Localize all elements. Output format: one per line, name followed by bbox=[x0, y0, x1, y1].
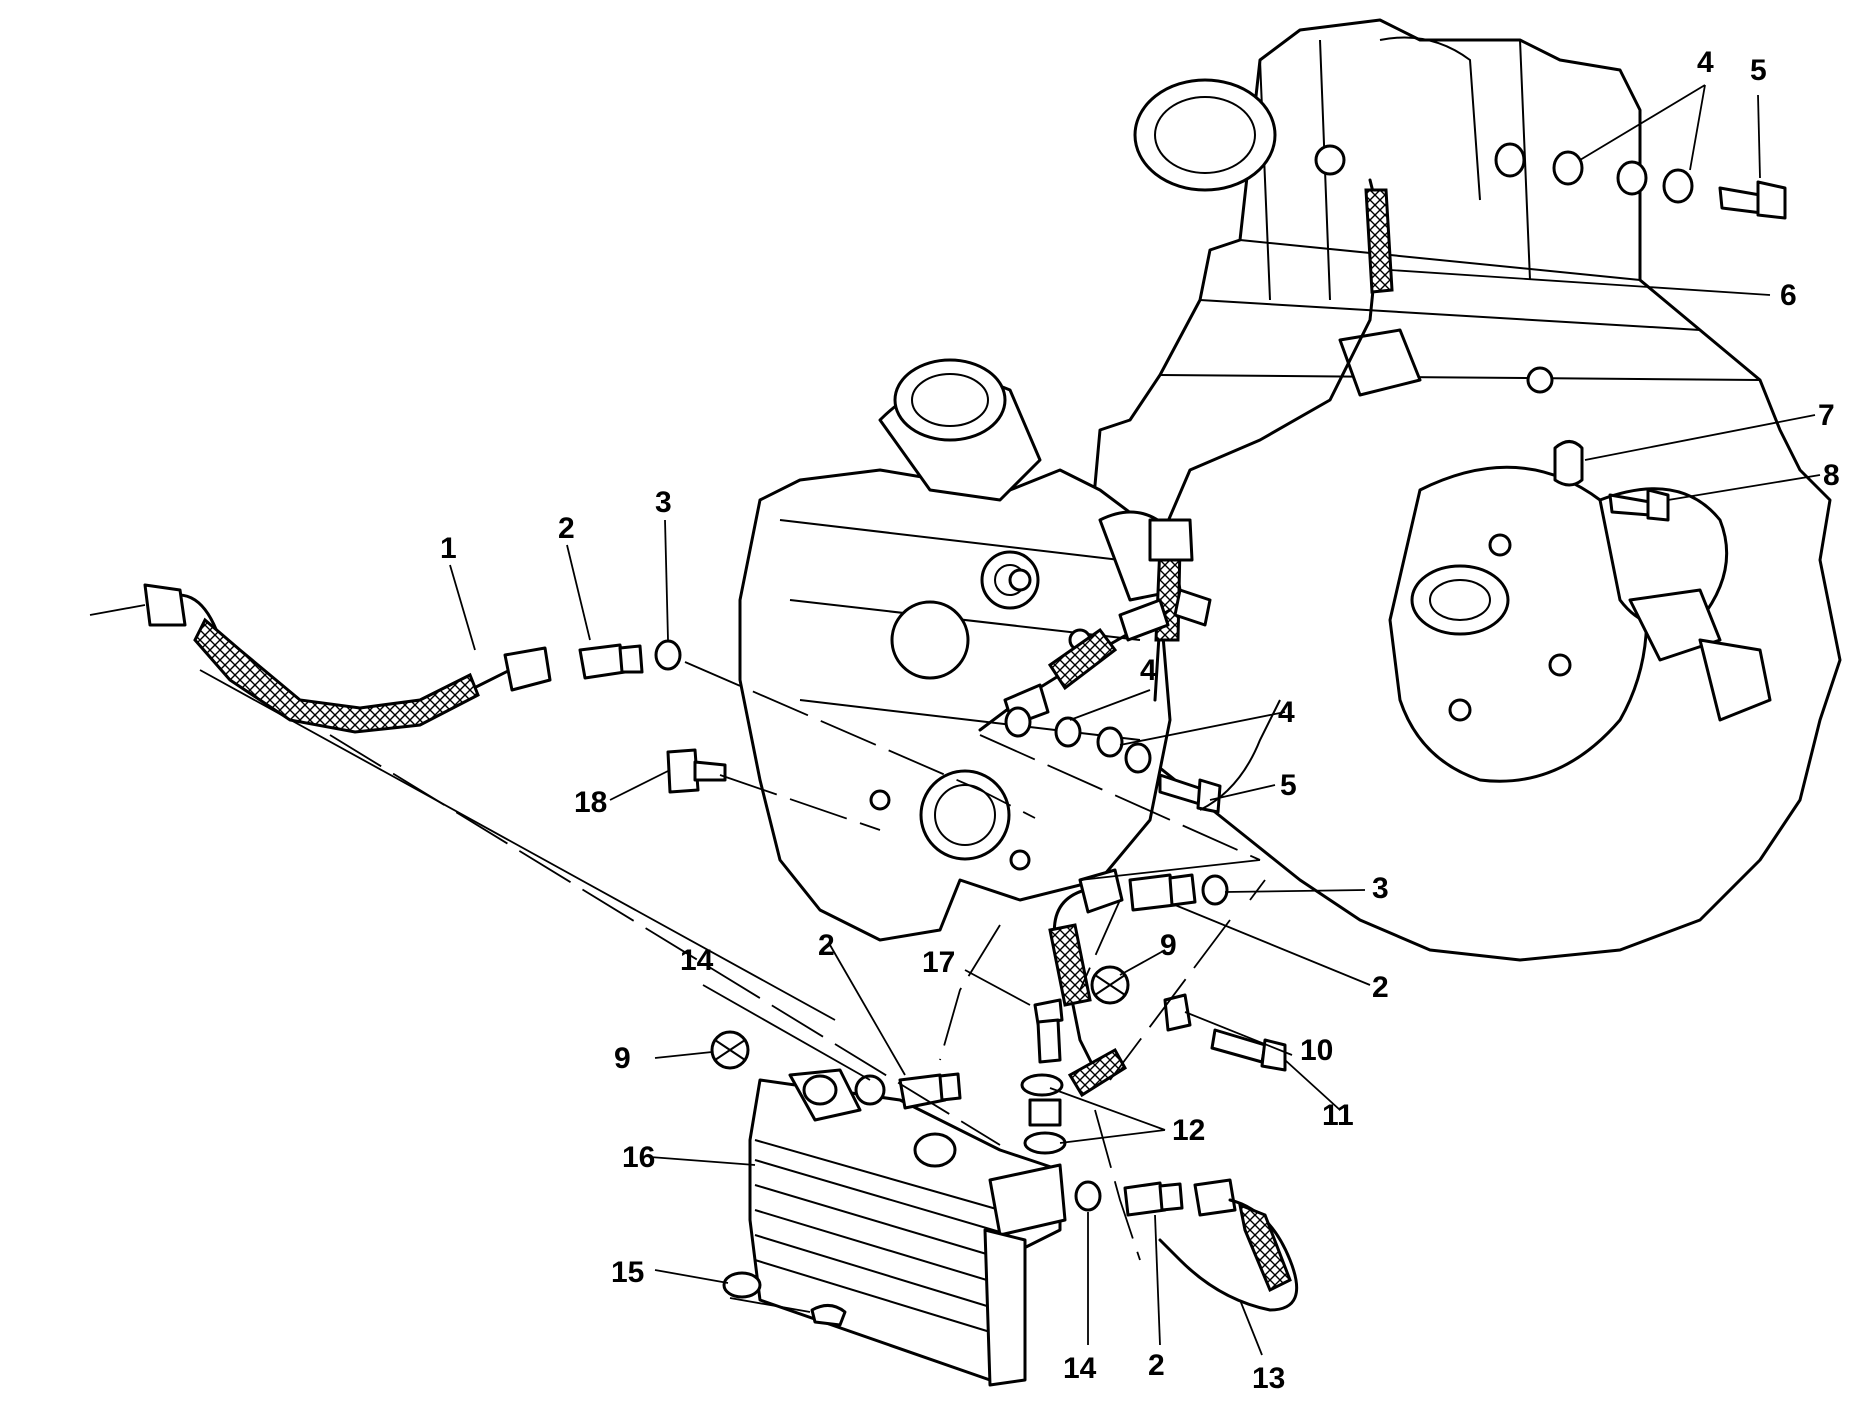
callout-9: 9 bbox=[614, 1042, 631, 1075]
leader-lines bbox=[449, 84, 1821, 1356]
callout-16: 16 bbox=[622, 1141, 655, 1174]
callout-5: 5 bbox=[1280, 769, 1297, 802]
middle-banjo-assembly bbox=[1004, 699, 1281, 814]
plug-9-upper bbox=[1090, 965, 1130, 1005]
callout-2: 2 bbox=[818, 929, 835, 962]
top-banjo-assembly bbox=[1494, 142, 1787, 220]
callout-4: 4 bbox=[1140, 654, 1157, 687]
engine-block bbox=[1088, 18, 1842, 962]
callout-13: 13 bbox=[1252, 1362, 1285, 1395]
callout-11: 11 bbox=[1322, 1099, 1354, 1132]
cooler-feed-hose bbox=[1067, 1047, 1128, 1098]
callout-5: 5 bbox=[1750, 54, 1767, 87]
lower-hose-return bbox=[1048, 868, 1229, 1082]
callout-18: 18 bbox=[574, 786, 607, 819]
callout-14: 14 bbox=[1063, 1352, 1097, 1385]
bolt-17-washers-12 bbox=[1020, 998, 1067, 1155]
callout-8: 8 bbox=[1823, 459, 1840, 492]
grommet-15 bbox=[722, 1271, 847, 1327]
callout-2: 2 bbox=[1372, 971, 1389, 1004]
fitting-14-2-hose-13 bbox=[1074, 1178, 1299, 1312]
callout-1: 1 bbox=[440, 532, 457, 565]
callout-4: 4 bbox=[1278, 696, 1295, 729]
plug-9-lower bbox=[710, 1030, 750, 1070]
callout-9: 9 bbox=[1160, 929, 1177, 962]
callout-10: 10 bbox=[1300, 1034, 1333, 1067]
fitting-2-14-cooler-top bbox=[854, 1072, 962, 1110]
callout-3: 3 bbox=[1372, 872, 1389, 905]
callout-4: 4 bbox=[1697, 46, 1714, 79]
oil-cooler-16 bbox=[748, 1068, 1067, 1387]
callout-7: 7 bbox=[1818, 399, 1835, 432]
bolt-18 bbox=[666, 748, 727, 794]
fitting-2-3-left bbox=[578, 639, 682, 680]
oil-hose-6 bbox=[1148, 178, 1394, 702]
callout-labels: 1 2 3 4 5 6 7 8 4 4 5 18 3 2 9 10 11 17 … bbox=[440, 46, 1840, 1395]
callout-6: 6 bbox=[1780, 279, 1797, 312]
oil-hose-1 bbox=[143, 583, 552, 734]
crankcase-front bbox=[738, 358, 1182, 942]
callout-17: 17 bbox=[922, 946, 955, 979]
callout-14: 14 bbox=[680, 944, 714, 977]
clamp-and-bolt bbox=[1553, 440, 1670, 522]
callout-2: 2 bbox=[1148, 1349, 1165, 1382]
callout-2: 2 bbox=[558, 512, 575, 545]
assembly-guide-lines bbox=[89, 604, 1266, 1261]
callout-15: 15 bbox=[611, 1256, 644, 1289]
spacer-10-bolt-11 bbox=[1163, 993, 1287, 1072]
callout-3: 3 bbox=[655, 486, 672, 519]
callout-12: 12 bbox=[1172, 1114, 1205, 1147]
